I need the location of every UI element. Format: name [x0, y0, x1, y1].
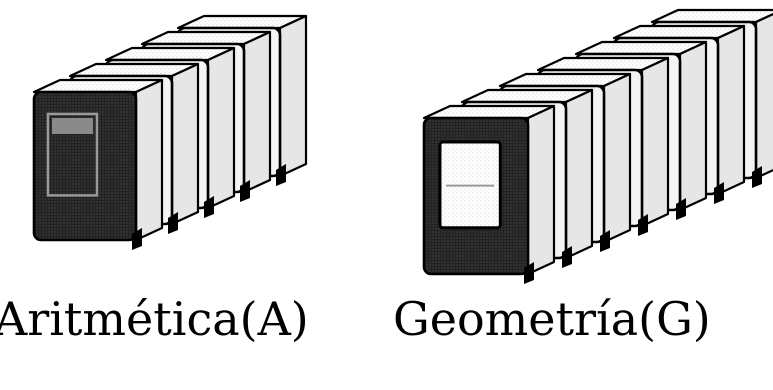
geometry-label: Geometría(G): [393, 296, 711, 342]
books-illustration: [0, 0, 773, 300]
geom-book-1: [424, 106, 554, 284]
geometry-book-stack: [424, 10, 773, 284]
arith-book-1: [34, 80, 162, 250]
arithmetic-book-stack: [34, 16, 306, 250]
arithmetic-label: Aritmética(A): [0, 296, 309, 342]
